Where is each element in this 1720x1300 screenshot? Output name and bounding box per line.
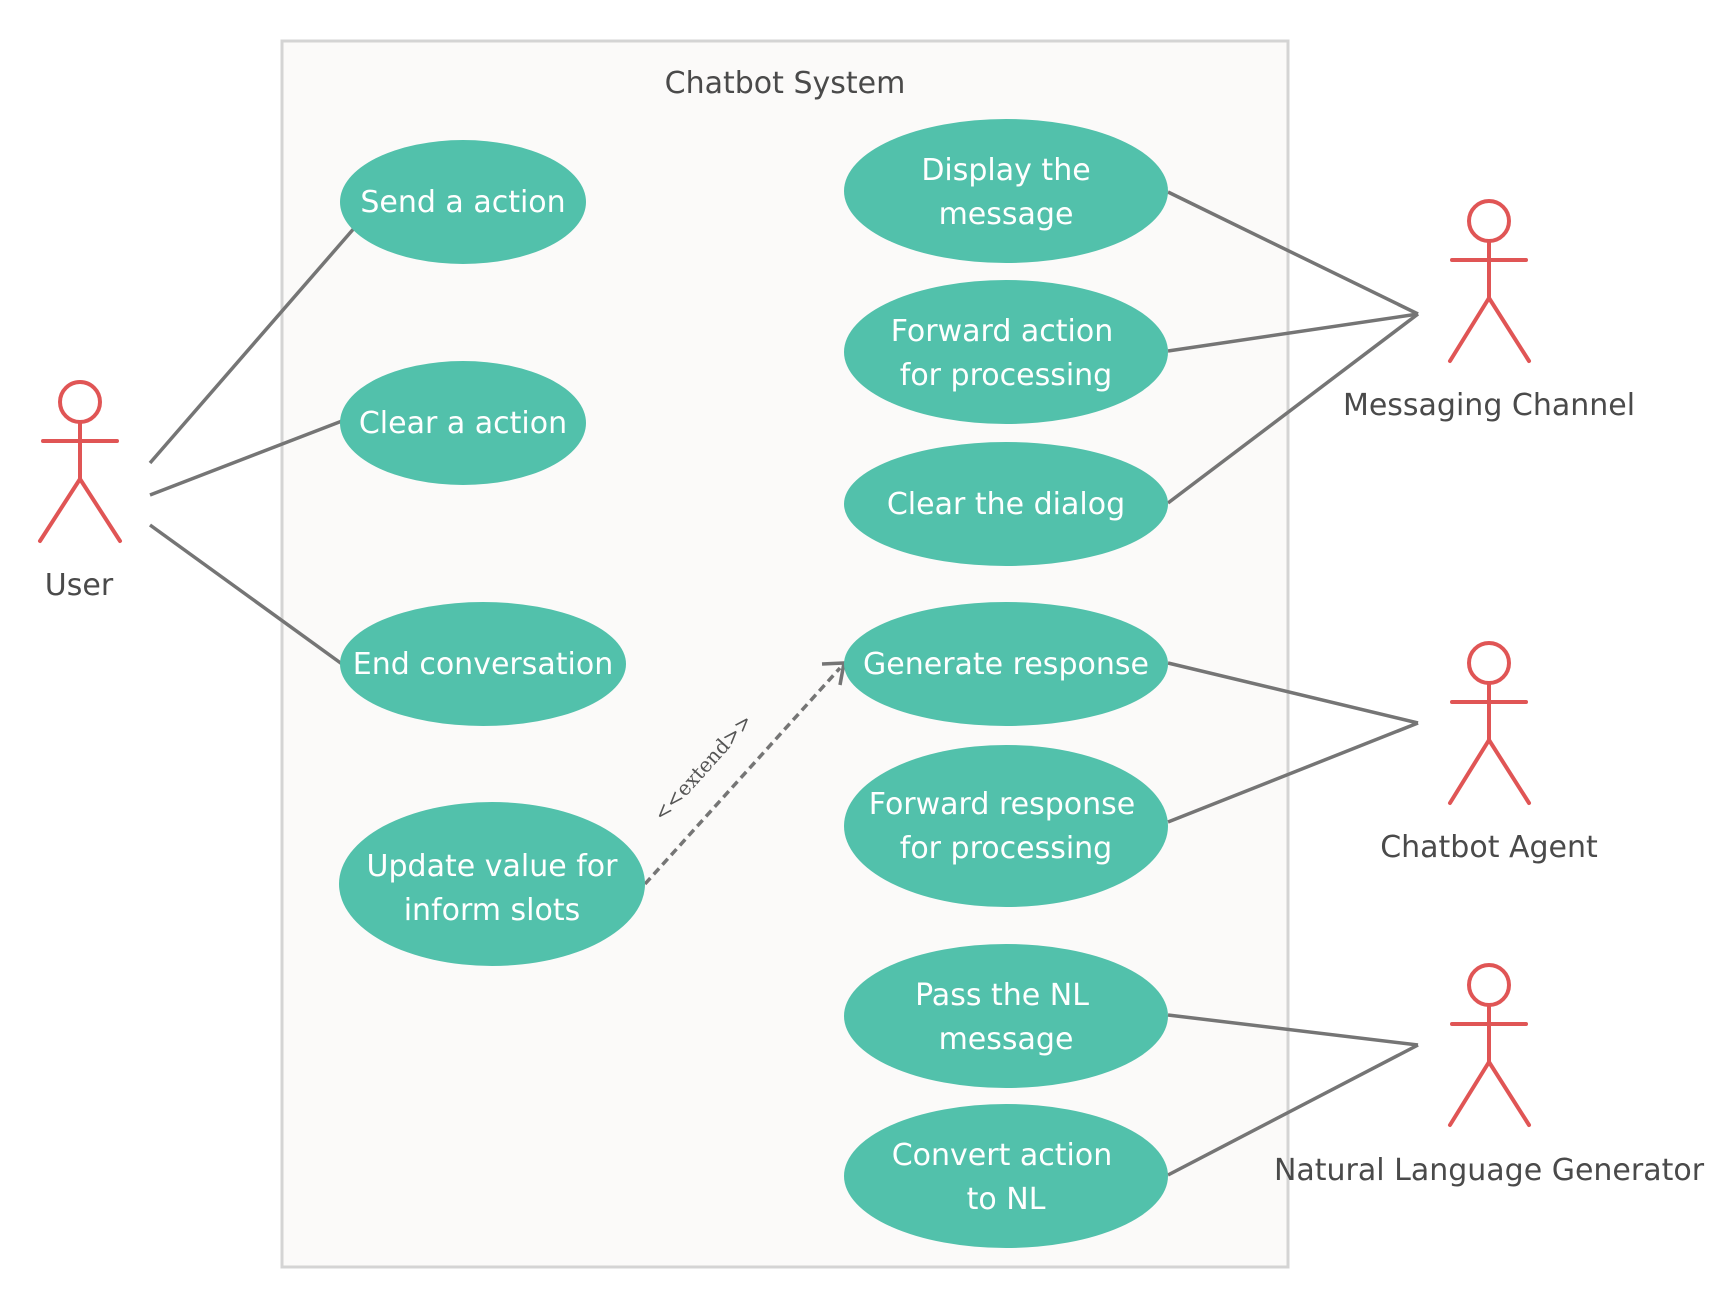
usecase-ellipse: [339, 802, 645, 966]
actor-label: Natural Language Generator: [1274, 1153, 1705, 1188]
actor-natural-language-generator[interactable]: Natural Language Generator: [1274, 963, 1705, 1188]
usecase-forward-action[interactable]: Forward action for processing: [844, 280, 1168, 424]
actor-label: Chatbot Agent: [1380, 830, 1598, 865]
usecase-ellipse: [844, 1104, 1168, 1248]
usecase-ellipse: [844, 944, 1168, 1088]
usecase-ellipse: [844, 602, 1168, 726]
usecase-ellipse: [844, 745, 1168, 907]
usecase-label: Clear the dialog: [887, 487, 1125, 522]
usecase-label: Clear a action: [359, 406, 567, 441]
messaging-channel-stick-figure-icon: [1448, 199, 1531, 363]
usecase-ellipse: [844, 280, 1168, 424]
usecase-ellipse: [340, 140, 586, 264]
usecase-send-action[interactable]: Send a action: [340, 140, 586, 264]
association-messaging-display-message: [1167, 190, 1419, 316]
association-user-send-action: [148, 224, 358, 465]
usecase-clear-action[interactable]: Clear a action: [340, 361, 586, 485]
user-stick-figure-icon: [38, 380, 122, 543]
association-nlg-convert-action: [1167, 1043, 1419, 1177]
associations: [148, 190, 1420, 1177]
extend-arrowhead: [821, 661, 847, 686]
usecase-label: message: [939, 1022, 1074, 1057]
actor-label: User: [45, 568, 114, 603]
actor-label: Messaging Channel: [1343, 388, 1635, 423]
usecase-forward-response[interactable]: Forward response for processing: [844, 745, 1168, 907]
usecase-label: Forward response: [869, 787, 1135, 822]
usecase-generate-response[interactable]: Generate response: [844, 602, 1168, 726]
extend-line: [643, 666, 842, 886]
usecase-ellipse: [340, 361, 586, 485]
usecase-label: inform slots: [404, 893, 581, 928]
association-user-end-conversation: [148, 523, 344, 666]
actor-chatbot-agent[interactable]: Chatbot Agent: [1380, 641, 1598, 865]
usecase-label: Forward action: [891, 314, 1114, 349]
actor-user[interactable]: User: [38, 380, 122, 603]
association-messaging-clear-dialog: [1166, 312, 1420, 505]
usecase-ellipse: [844, 442, 1168, 566]
usecase-label: to NL: [967, 1182, 1046, 1217]
usecase-label: Convert action: [892, 1138, 1113, 1173]
association-user-clear-action: [149, 419, 343, 497]
association-agent-forward-response: [1167, 721, 1419, 824]
usecase-convert-action[interactable]: Convert action to NL: [844, 1104, 1168, 1248]
nlg-stick-figure-icon: [1448, 963, 1531, 1127]
usecase-update-slots[interactable]: Update value for inform slots: [339, 802, 645, 966]
usecase-label: for processing: [900, 358, 1112, 393]
association-messaging-forward-action: [1167, 312, 1419, 353]
usecase-clear-dialog[interactable]: Clear the dialog: [844, 442, 1168, 566]
usecase-label: End conversation: [353, 647, 613, 682]
usecase-end-conversation[interactable]: End conversation: [340, 602, 626, 726]
usecase-label: Generate response: [863, 647, 1149, 682]
usecase-pass-nl[interactable]: Pass the NL message: [844, 944, 1168, 1088]
usecase-label: Send a action: [360, 185, 565, 220]
association-agent-generate-response: [1167, 661, 1419, 725]
usecase-label: Update value for: [367, 849, 619, 884]
usecase-display-message[interactable]: Display the message: [844, 119, 1168, 263]
usecase-ellipse: [340, 602, 626, 726]
system-title: Chatbot System: [665, 66, 906, 101]
usecase-label: Display the: [921, 153, 1090, 188]
usecase-label: for processing: [900, 831, 1112, 866]
actor-messaging-channel[interactable]: Messaging Channel: [1343, 199, 1635, 423]
usecase-ellipse: [844, 119, 1168, 263]
usecase-label: message: [939, 197, 1074, 232]
chatbot-agent-stick-figure-icon: [1448, 641, 1531, 805]
association-nlg-pass-nl: [1167, 1013, 1419, 1047]
usecase-label: Pass the NL: [915, 978, 1089, 1013]
